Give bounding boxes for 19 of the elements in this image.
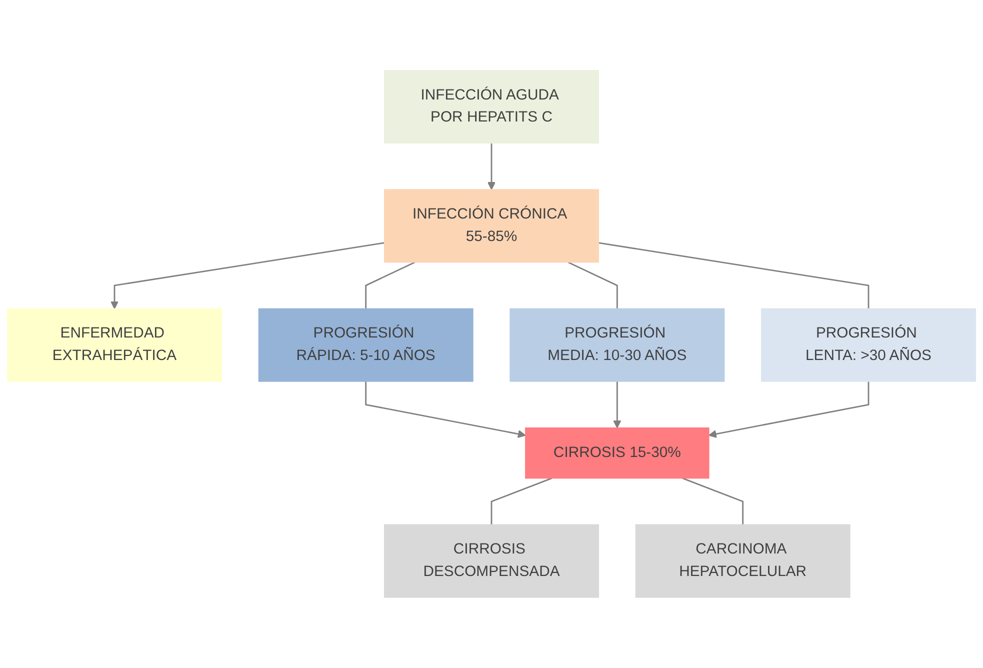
node-box: CIRROSIS 15-30%	[525, 428, 710, 479]
arrow	[365, 381, 526, 438]
arrow	[487, 143, 496, 190]
connector	[568, 262, 618, 309]
node-box: INFECCIÓN AGUDA POR HEPATITS C	[384, 70, 600, 144]
arrow	[613, 381, 622, 428]
node-box: PROGRESIÓN RÁPIDA: 5-10 AÑOS	[258, 308, 474, 382]
connector	[682, 478, 744, 525]
node-box: INFECCIÓN CRÓNICA 55-85%	[384, 189, 600, 263]
arrow	[110, 242, 385, 310]
node-box: CIRROSIS DESCOMPENSADA	[384, 524, 600, 598]
connector	[490, 478, 552, 525]
connector	[365, 262, 416, 309]
node-box: CARCINOMA HEPATOCELULAR	[635, 524, 850, 598]
node-box: PROGRESIÓN LENTA: >30 AÑOS	[760, 308, 976, 382]
node-box: PROGRESIÓN MEDIA: 10-30 AÑOS	[510, 308, 725, 382]
node-box: ENFERMEDAD EXTRAHEPÁTICA	[6, 308, 222, 382]
connector	[598, 242, 870, 309]
arrow	[708, 381, 870, 438]
